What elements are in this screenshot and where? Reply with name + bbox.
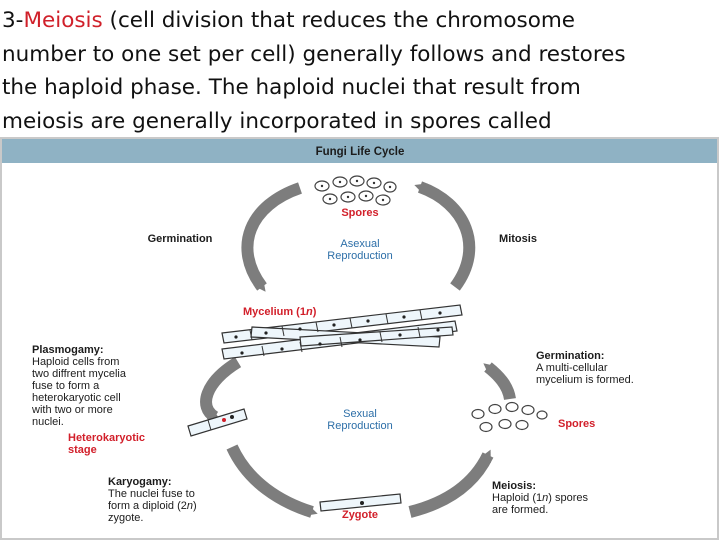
highlighted-term-meiosis: Meiosis <box>23 8 103 33</box>
arrow-mitosis <box>414 181 476 291</box>
spores-cluster-right <box>471 401 548 433</box>
label-mitosis: Mitosis <box>499 233 537 245</box>
plasmogamy-line-2: two diffrent mycelia <box>32 368 127 380</box>
germination2-title: Germination: <box>536 350 604 362</box>
slide-text: 3-Meiosis (cell division that reduces th… <box>2 4 718 138</box>
arrow-plasmogamy <box>200 356 242 423</box>
label-heterokaryotic-stage: stage <box>68 444 97 456</box>
label-spores-top: Spores <box>341 207 378 219</box>
text-line-3: the haploid phase. The haploid nuclei th… <box>2 75 581 100</box>
text-line-2: number to one set per cell) generally fo… <box>2 41 626 67</box>
plasmogamy-line-5: with two or more <box>31 404 113 416</box>
spores-nuclei-top <box>320 179 392 202</box>
label-heterokaryotic: Heterokaryotic <box>68 432 145 444</box>
text-line-4: meiosis are generally incorporated in sp… <box>2 108 552 134</box>
text-prefix: 3- <box>2 8 24 33</box>
fungi-life-cycle-figure: Fungi Life Cycle Spores Germination Mito… <box>0 137 719 540</box>
arrow-meiosis <box>408 449 494 518</box>
label-germination: Germination <box>148 233 213 245</box>
karyogamy-line-1: The nuclei fuse to <box>108 488 195 500</box>
meiosis-text: Meiosis: Haploid (1n) spores are formed. <box>492 480 589 516</box>
meiosis-line-2: are formed. <box>492 504 548 516</box>
label-asexual: Asexual <box>340 238 379 250</box>
karyogamy-line-2: form a diploid (2n) <box>108 500 197 512</box>
karyogamy-title: Karyogamy: <box>108 476 172 488</box>
arrow-germination-top <box>241 182 303 292</box>
label-sexual-reproduction: Reproduction <box>327 420 392 432</box>
cycle-arrows <box>200 181 516 518</box>
plasmogamy-line-6: nuclei. <box>32 416 64 428</box>
karyogamy-line-3: zygote. <box>108 512 143 524</box>
label-asexual-reproduction: Reproduction <box>327 250 392 262</box>
zygote-cell <box>319 493 402 512</box>
plasmogamy-title: Plasmogamy: <box>32 344 104 356</box>
plasmogamy-line-4: heterokaryotic cell <box>32 392 121 404</box>
plasmogamy-text: Plasmogamy: Haploid cells from two diffr… <box>31 344 127 428</box>
karyogamy-text: Karyogamy: The nuclei fuse to form a dip… <box>108 476 197 524</box>
label-zygote: Zygote <box>342 509 378 521</box>
figure-title: Fungi Life Cycle <box>316 146 405 158</box>
heterokaryotic-cell <box>187 408 248 437</box>
text-line-1: 3-Meiosis (cell division that reduces th… <box>2 4 718 38</box>
text-line-1-rest: (cell division that reduces the chromoso… <box>102 8 576 33</box>
plasmogamy-line-3: fuse to form a <box>32 380 100 392</box>
arrow-karyogamy <box>226 444 318 518</box>
germination2-line-2: mycelium is formed. <box>536 374 634 386</box>
label-mycelium: Mycelium (1n) <box>243 306 317 318</box>
germination2-line-1: A multi-cellular <box>536 362 608 374</box>
germination-text: Germination: A multi-cellular mycelium i… <box>536 350 634 386</box>
title-bar <box>2 139 717 163</box>
label-sexual: Sexual <box>343 408 377 420</box>
meiosis-title: Meiosis: <box>492 480 536 492</box>
meiosis-line-1: Haploid (1n) spores <box>492 492 589 504</box>
arrow-germination-bottom <box>483 362 516 401</box>
label-spores-right: Spores <box>558 418 595 430</box>
plasmogamy-line-1: Haploid cells from <box>32 356 119 368</box>
mycelium-hyphae <box>221 304 463 360</box>
